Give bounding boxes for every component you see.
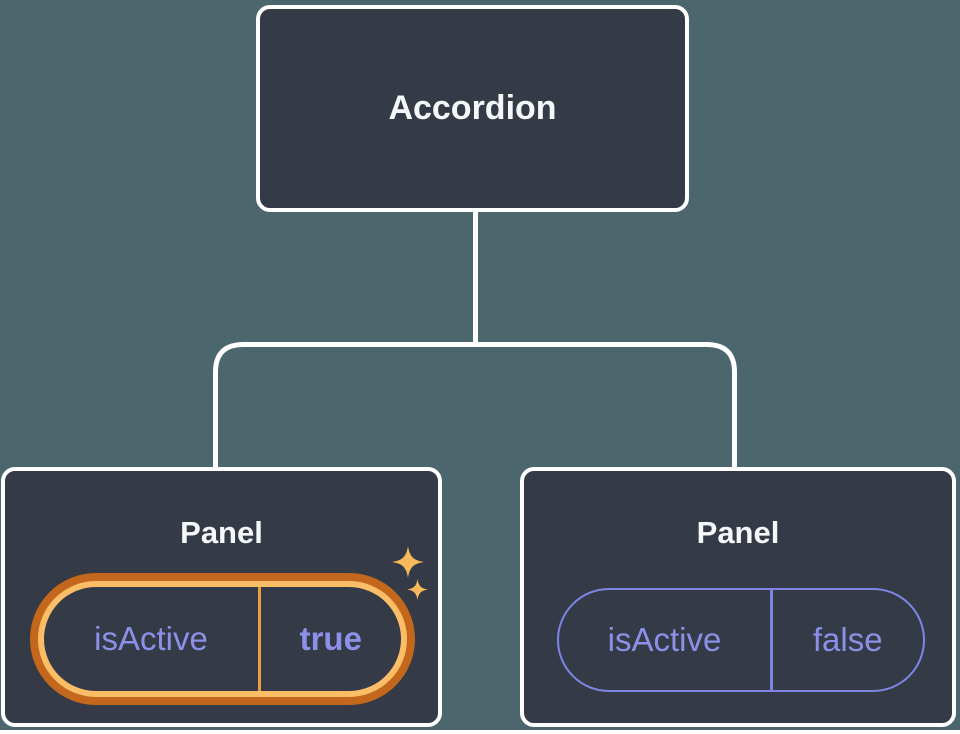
panel-node-inactive: Panel isActive false — [520, 467, 956, 727]
accordion-node-label: Accordion — [388, 89, 557, 127]
connector-branch — [213, 342, 737, 469]
state-pill-inner: isActive true — [44, 587, 401, 691]
state-value-label: false — [812, 621, 883, 658]
state-value-label: true — [299, 620, 362, 657]
state-pill-highlighted: isActive true — [30, 573, 415, 705]
state-pill-divider — [258, 587, 261, 691]
panel-title: Panel — [180, 515, 263, 550]
state-pill-divider — [770, 590, 773, 690]
sparkle-icon — [392, 546, 424, 578]
state-name-label: isActive — [94, 620, 208, 657]
accordion-node: Accordion — [256, 5, 689, 212]
sparkle-icon — [407, 579, 428, 600]
state-name-label: isActive — [607, 621, 722, 658]
state-pill: isActive false — [557, 588, 925, 692]
panel-title: Panel — [696, 515, 780, 550]
panel-node-active: Panel isActive true — [1, 467, 442, 727]
